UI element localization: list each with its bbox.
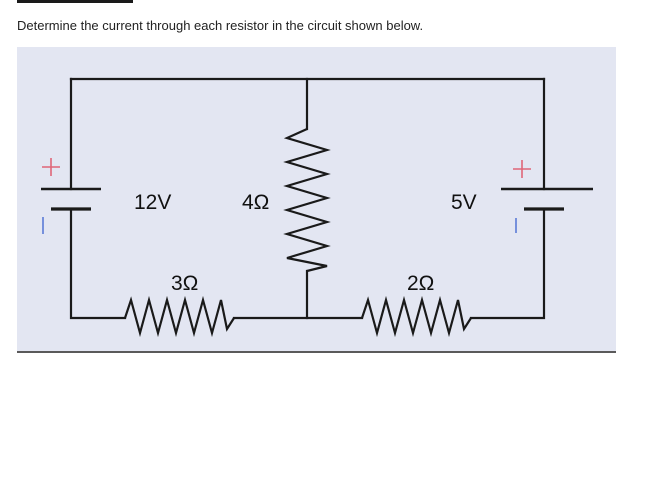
circuit-diagram: 12V 5V 4Ω 3Ω 2Ω: [41, 77, 593, 338]
question-text: Determine the current through each resis…: [17, 18, 424, 33]
circuit-figure: 12V 5V 4Ω 3Ω 2Ω: [17, 47, 616, 353]
right-battery-plus-icon: [513, 160, 531, 178]
right-battery-label: 5V: [451, 191, 477, 214]
bottom-right-wire: [469, 207, 546, 320]
clipped-heading-underline: [17, 0, 133, 3]
bottom-left-resistor-zigzag: [123, 295, 235, 338]
bottom-right-resistor-zigzag: [360, 295, 472, 338]
clipped-heading: [17, 0, 133, 3]
middle-resistor-label: 4Ω: [242, 191, 269, 214]
left-battery-label: 12V: [134, 191, 171, 214]
middle-resistor-zigzag: [283, 127, 331, 273]
left-lower-wire: [69, 207, 127, 320]
bottom-left-resistor-label: 3Ω: [171, 272, 198, 295]
bottom-right-resistor-label: 2Ω: [407, 272, 434, 295]
left-battery-plus-icon: [42, 158, 60, 176]
